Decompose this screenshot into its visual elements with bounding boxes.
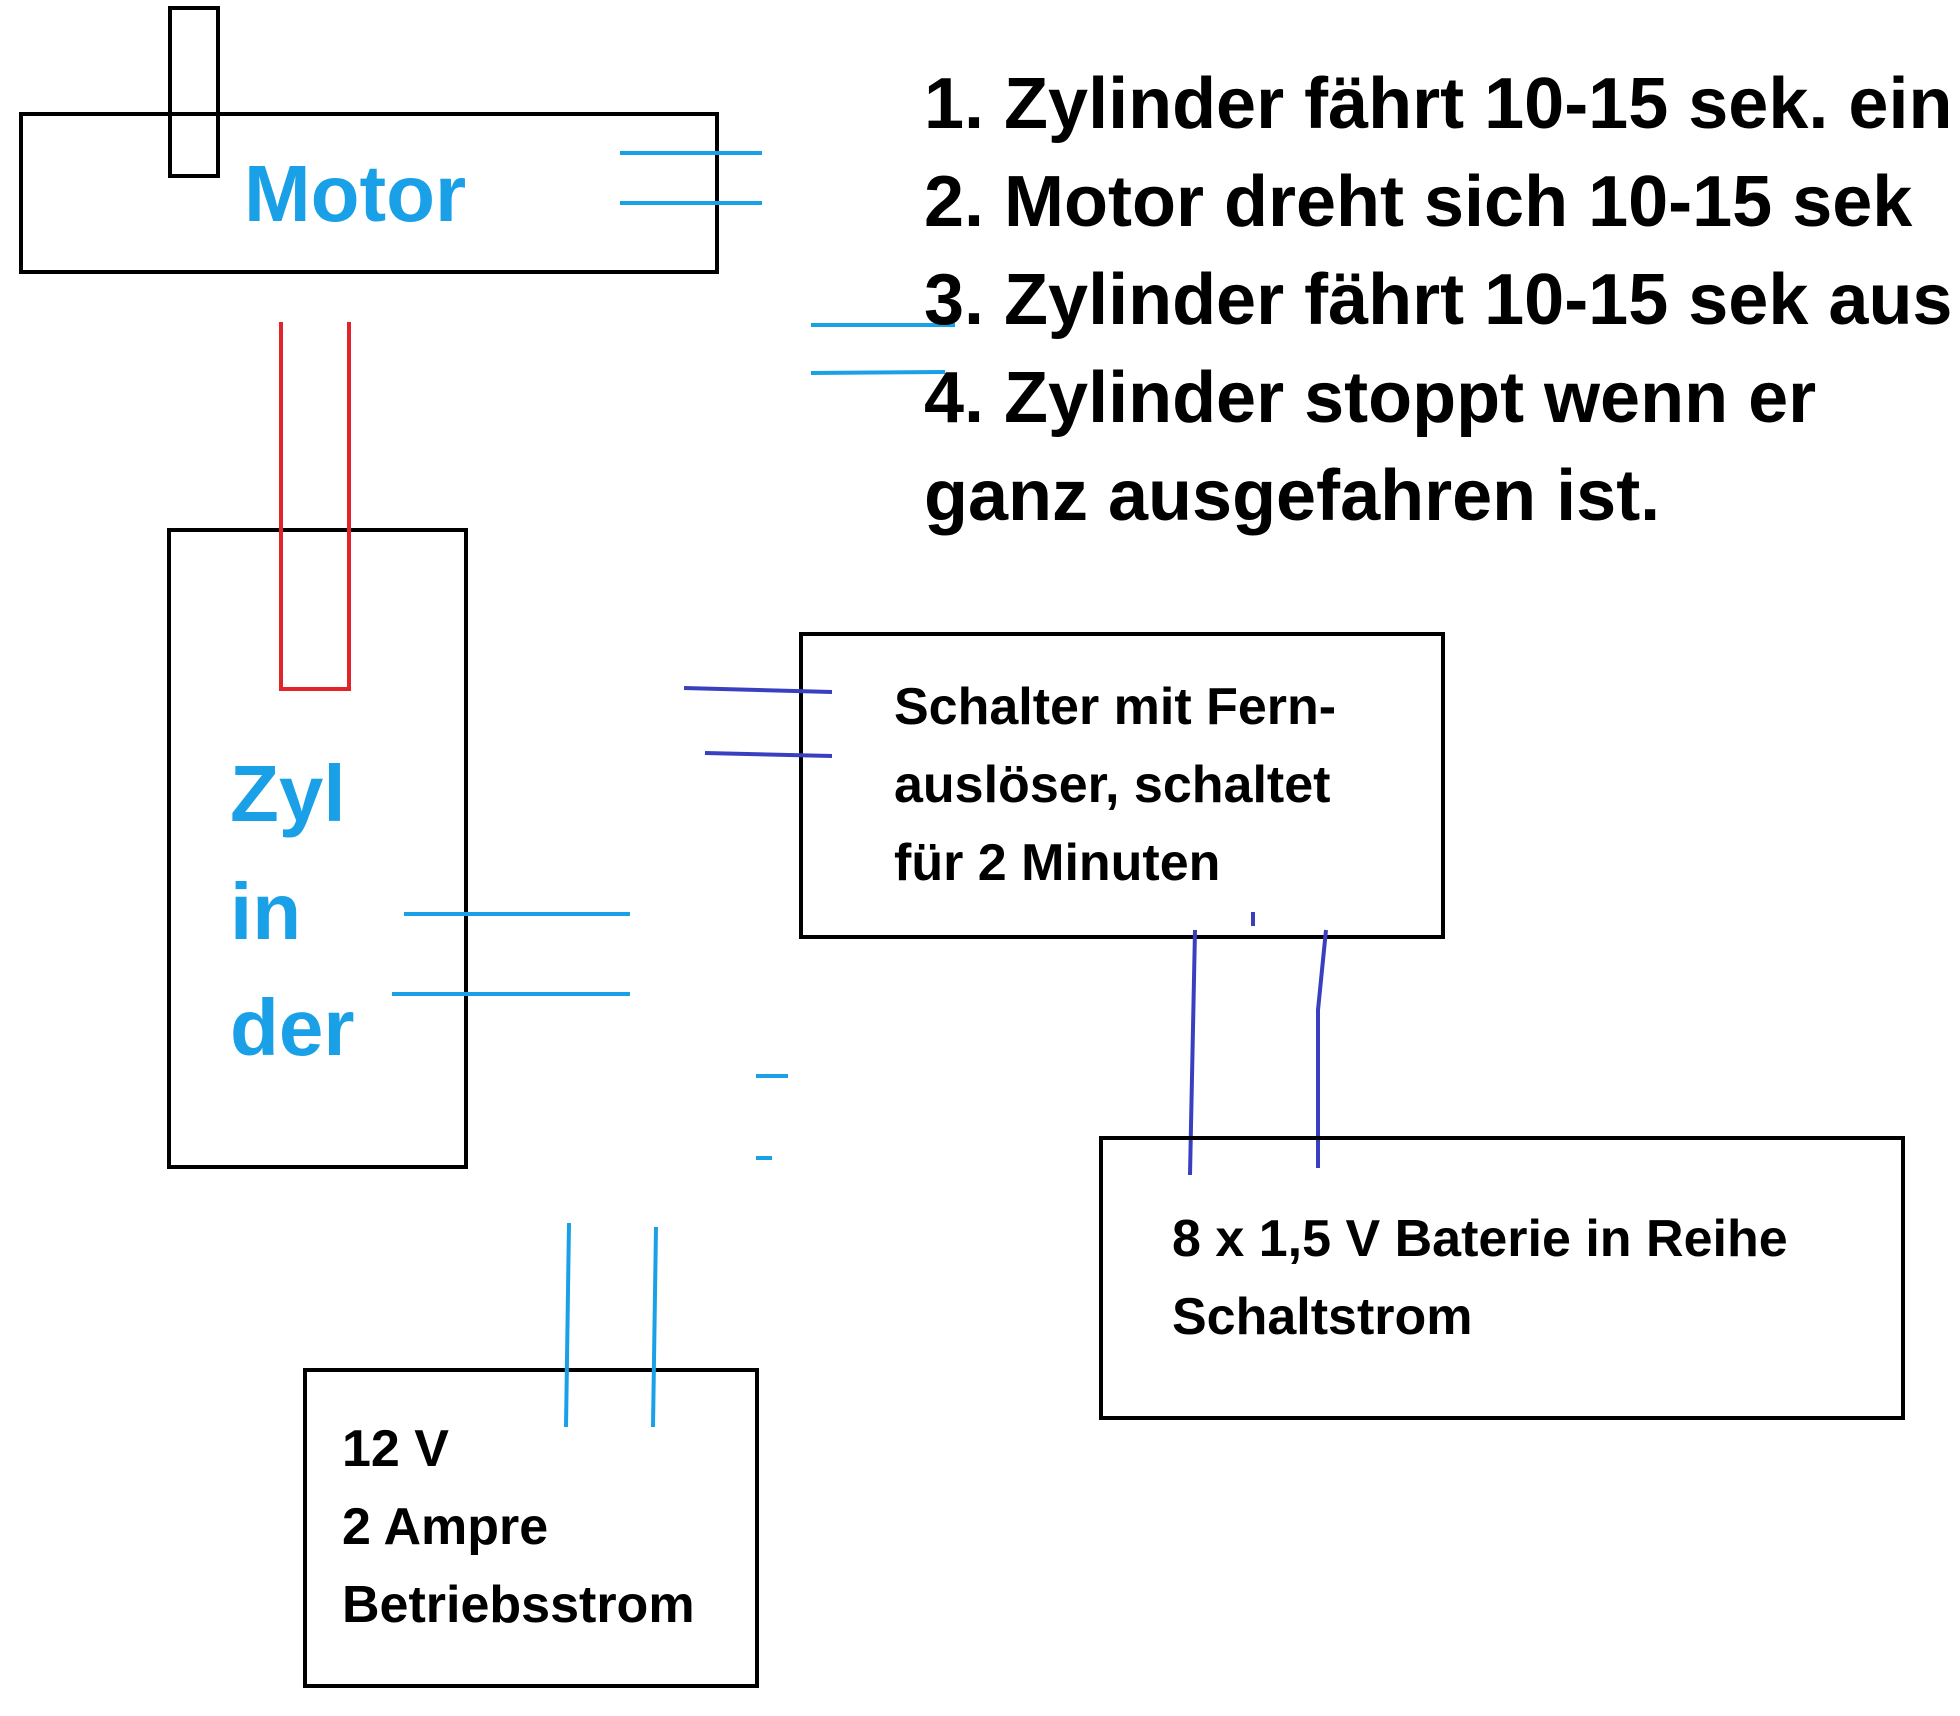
power-box: [303, 1368, 759, 1688]
power-wire-2: [651, 1226, 658, 1428]
switch-input-wire-1: [683, 686, 833, 694]
step-line: ganz ausgefahren ist.: [924, 456, 1661, 536]
cylinder-label-line: der: [230, 983, 355, 1072]
switch-input-wire-2: [704, 751, 833, 758]
piston-rod: [279, 322, 351, 691]
cylinder-label-line: in: [230, 867, 302, 956]
battery-box: [1099, 1136, 1905, 1420]
motor-box: [19, 112, 719, 274]
motor-shaft: [168, 6, 220, 178]
switch-text-line: für 2 Minuten: [894, 834, 1221, 892]
battery-text-line: Schaltstrom: [1172, 1288, 1473, 1346]
switch-text-line: auslöser, schaltet: [894, 756, 1331, 814]
step-wire-2: [810, 370, 946, 375]
cylinder-box: [167, 528, 468, 1169]
switch-battery-wire-1: [1188, 929, 1197, 1176]
step-line: 2. Motor dreht sich 10-15 sek: [924, 162, 1913, 242]
switch-text-line: Schalter mit Fern-: [894, 678, 1337, 736]
power-wire-1: [564, 1222, 571, 1428]
power-text-line: Betriebsstrom: [342, 1576, 695, 1634]
step-line: 1. Zylinder fährt 10-15 sek. ein: [924, 64, 1953, 144]
step-line: 3. Zylinder fährt 10-15 sek aus: [924, 260, 1953, 340]
battery-text-line: 8 x 1,5 V Baterie in Reihe: [1172, 1210, 1788, 1268]
step-line: 4. Zylinder stoppt wenn er: [924, 358, 1817, 438]
motor-label: Motor: [244, 149, 467, 238]
switch-box: [799, 632, 1445, 939]
power-text-line: 12 V: [342, 1420, 449, 1478]
cylinder-label-line: Zyl: [230, 749, 346, 838]
switch-battery-wire-2: [1316, 929, 1328, 1168]
power-text-line: 2 Ampre: [342, 1498, 549, 1556]
